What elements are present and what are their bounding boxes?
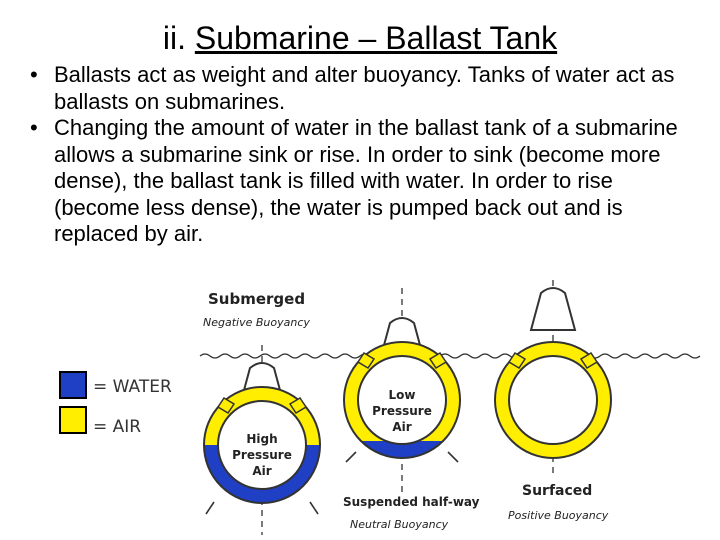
bullet-item: • Ballasts act as weight and alter buoya… [30, 62, 700, 115]
vent-arrow-left-suspended [345, 451, 357, 463]
bullet-list: • Ballasts act as weight and alter buoya… [30, 62, 700, 248]
conning-tower-surfaced [529, 287, 577, 331]
slide-title: ii. Submarine – Ballast Tank [0, 18, 720, 58]
bullet-item: • Changing the amount of water in the ba… [30, 115, 700, 248]
legend-water-label: = WATER [93, 377, 172, 397]
state-name-submerged: Submerged [208, 290, 305, 308]
inner-hull-suspended [357, 355, 447, 445]
title-prefix: ii. [162, 20, 195, 56]
pressure-line1-submerged: High [246, 432, 277, 446]
outer-hull-outline-surfaced [494, 341, 612, 459]
state-name-suspended: Suspended half-way [343, 495, 480, 509]
pressure-line2-suspended: Pressure [372, 404, 432, 418]
state-name-surfaced: Surfaced [522, 483, 592, 499]
buoyancy-suspended: Neutral Buoyancy [350, 518, 449, 531]
bullet-dot: • [30, 115, 38, 140]
vent-arrow-left-submerged [205, 501, 215, 515]
legend-air-swatch [59, 406, 87, 434]
submarine-submerged: Submerged Negative Buoyancy High Pressur… [203, 290, 321, 515]
inner-hull-submerged [217, 400, 307, 490]
outer-hull-outline-submerged [203, 386, 321, 504]
pressure-line3-suspended: Air [392, 420, 411, 434]
buoyancy-submerged: Negative Buoyancy [203, 316, 310, 329]
valve-left-suspended [356, 351, 376, 370]
bullet-text: Changing the amount of water in the ball… [54, 115, 678, 246]
vent-arrow-right-suspended [447, 451, 459, 463]
vent-arrow-right-submerged [309, 501, 319, 515]
outer-hull-outline-suspended [343, 341, 461, 459]
valve-right-surfaced [579, 351, 599, 370]
legend-water-swatch [59, 371, 87, 399]
bullet-text: Ballasts act as weight and alter buoyanc… [54, 62, 675, 114]
pressure-line1-suspended: Low [389, 388, 416, 402]
buoyancy-surfaced: Positive Buoyancy [508, 509, 609, 522]
title-main: Submarine – Ballast Tank [194, 20, 558, 56]
pressure-line3-submerged: Air [252, 464, 271, 478]
valve-right-submerged [288, 396, 308, 415]
submarine-surfaced: Surfaced Positive Buoyancy [494, 287, 612, 522]
water-surface-wave [199, 353, 701, 359]
valve-left-submerged [216, 396, 236, 415]
inner-hull-surfaced [508, 355, 598, 445]
submarine-suspended: Low Pressure Air Suspended half-way Neut… [343, 317, 480, 531]
valve-right-suspended [428, 351, 448, 370]
pressure-line2-submerged: Pressure [232, 448, 292, 462]
valve-left-surfaced [507, 351, 527, 370]
bullet-dot: • [30, 62, 38, 87]
legend-air-label: = AIR [93, 417, 141, 437]
